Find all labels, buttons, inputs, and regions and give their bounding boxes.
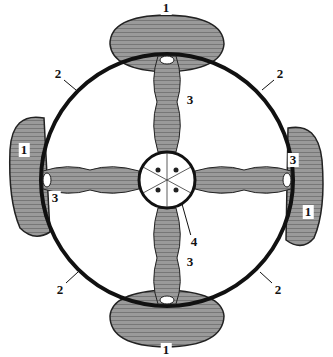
callout-number: 3 [185, 93, 196, 107]
oval [43, 173, 51, 187]
central-disc [139, 152, 195, 208]
callout-number: 4 [189, 235, 200, 249]
callout-number: 3 [50, 191, 61, 205]
callout-number: 2 [55, 283, 66, 297]
outer-ring [41, 54, 293, 306]
callout-number: 2 [273, 283, 284, 297]
leader-lines [64, 80, 274, 283]
oval [160, 56, 174, 64]
dots [156, 168, 179, 193]
arm [154, 56, 181, 152]
lobe [110, 15, 224, 72]
callout-number: 1 [161, 1, 172, 15]
callout-number: 3 [288, 153, 299, 167]
callout-number: 3 [185, 255, 196, 269]
radial-lines [143, 153, 191, 207]
callout-number: 1 [161, 343, 172, 357]
arm [43, 167, 139, 194]
callout-number: 1 [19, 143, 30, 157]
callout-number: 2 [275, 67, 286, 81]
callout-number: 2 [53, 67, 64, 81]
oval [283, 173, 291, 187]
arm [154, 208, 181, 304]
arm [195, 167, 291, 194]
oval [160, 296, 174, 304]
callout-number: 1 [303, 205, 314, 219]
